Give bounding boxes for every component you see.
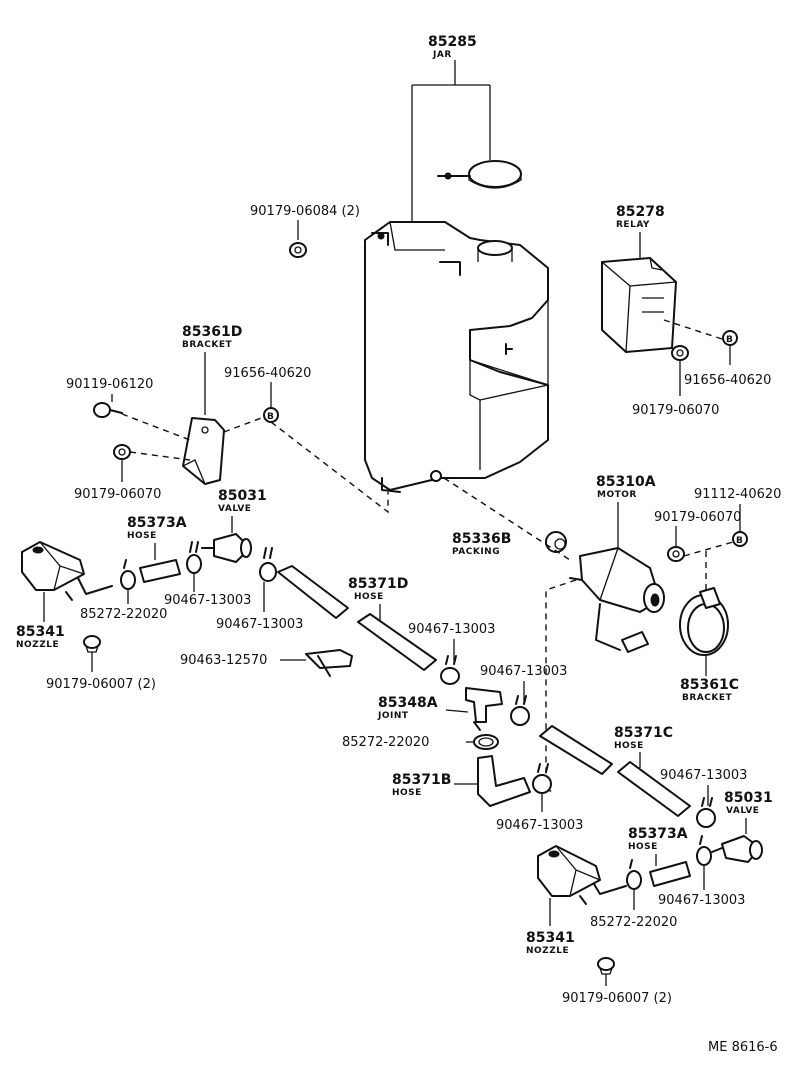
svg-text:B: B [726,335,733,345]
joint-part-number: 85348A [378,695,438,711]
ref-85272-22020-mid: 85272-22020 [342,735,429,750]
ref-90467-13003-f: 90467-13003 [660,768,747,783]
nozzle-right-part-name: NOZZLE [526,946,569,956]
ref-91112-40620: 91112-40620 [694,487,781,502]
hose-clamp-icon [473,734,499,750]
hose-clamp-icon [696,797,716,828]
bracket-c-part-number: 85361C [680,677,739,693]
hose-b-part-number: 85371B [392,772,451,788]
svg-text:B: B [267,412,274,422]
washer-pump-motor [569,547,665,653]
hose-clamp-icon [120,559,136,590]
check-valve-left [201,533,252,563]
jar-cap [437,160,522,189]
jar-part-number: 85285 [428,34,477,50]
ref-85272-22020-left: 85272-22020 [80,607,167,622]
short-hose-left [139,559,181,583]
bolt-marker-motor: B [732,531,748,547]
ref-90467-13003-a: 90467-13003 [164,593,251,608]
ref-90179-06070-motor: 90179-06070 [654,510,741,525]
hose-c-part-name: HOSE [614,741,644,751]
ref-90467-13003-d: 90467-13003 [480,664,567,679]
nut-icon [289,242,307,258]
ref-90467-13003-c: 90467-13003 [408,622,495,637]
hose-d-part-name: HOSE [354,592,384,602]
bracket-d-part-number: 85361D [182,324,242,340]
ref-90119-06120: 90119-06120 [66,377,153,392]
nut-icon [113,444,131,460]
hose-clamp-icon [186,541,202,574]
hose-c-part-number: 85371C [614,725,673,741]
hose-joint [465,687,503,731]
ref-85272-22020-right: 85272-22020 [590,915,677,930]
ref-91656-40620-left: 91656-40620 [224,366,311,381]
ref-91656-40620-right: 91656-40620 [684,373,771,388]
hose-85371d [277,565,437,671]
hose-clamp-icon [696,835,712,866]
washer-nozzle-left [21,541,113,601]
ref-90467-13003-e: 90467-13003 [496,818,583,833]
hose-a-left-part-number: 85373A [127,515,187,531]
ref-90179-06007-left: 90179-06007 (2) [46,677,156,692]
bolt-marker-relay: B [722,330,738,346]
packing-part-name: PACKING [452,547,500,557]
hose-clamp-icon [532,763,552,794]
relay-part-number: 85278 [616,204,665,220]
valve-left-part-name: VALVE [218,504,251,514]
svg-text:B: B [736,536,743,546]
bolt-marker-left: B [263,407,279,423]
hose-clamp-icon [259,547,277,582]
hose-clamp-icon [626,859,642,890]
hose-clamp-icon [440,655,460,685]
washer-nozzle-right [537,845,627,905]
motor-part-number: 85310A [596,474,656,490]
nut-icon [671,345,689,361]
joint-part-name: JOINT [377,711,409,721]
packing-part-number: 85336B [452,531,511,547]
relay-box [601,257,677,353]
hose-b-part-name: HOSE [392,788,422,798]
ref-90467-13003-g: 90467-13003 [658,893,745,908]
jar-part-name: JAR [432,50,452,60]
ref-90179-06070-left: 90179-06070 [74,487,161,502]
valve-left-part-number: 85031 [218,488,267,504]
ref-90463-12570: 90463-12570 [180,653,267,668]
hose-clamp-icon [510,695,530,726]
hose-85371b [477,755,531,807]
bracket-c [679,587,729,656]
cable-tie-icon [305,649,353,677]
ref-90179-06070-relay: 90179-06070 [632,403,719,418]
bolt-icon [93,402,123,418]
hose-d-part-number: 85371D [348,576,408,592]
motor-part-name: MOTOR [597,490,637,500]
ref-90467-13003-b: 90467-13003 [216,617,303,632]
hose-a-left-part-name: HOSE [127,531,157,541]
hose-a-right-part-number: 85373A [628,826,688,842]
valve-right-part-name: VALVE [726,806,759,816]
nozzle-left-part-name: NOZZLE [16,640,59,650]
relay-part-name: RELAY [616,220,650,230]
ref-90179-06084: 90179-06084 (2) [250,204,360,219]
clip-icon [83,635,101,653]
short-hose-right [649,861,691,887]
hose-a-right-part-name: HOSE [628,842,658,852]
nut-icon [667,546,685,562]
diagram-reference-code: ME 8616-6 [708,1040,778,1055]
valve-right-part-number: 85031 [724,790,773,806]
check-valve-right [711,835,763,863]
ref-90179-06007-right: 90179-06007 (2) [562,991,672,1006]
bracket-d [182,417,225,485]
motor-packing [545,531,567,553]
nozzle-right-part-number: 85341 [526,930,575,946]
nozzle-left-part-number: 85341 [16,624,65,640]
hose-85371c [539,725,691,817]
bracket-d-part-name: BRACKET [182,340,232,350]
bracket-c-part-name: BRACKET [682,693,732,703]
clip-icon [597,957,615,975]
washer-jar [364,60,549,493]
